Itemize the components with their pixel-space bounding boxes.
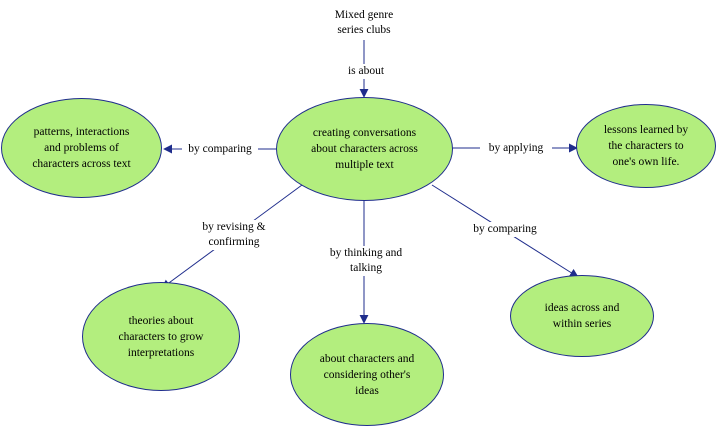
link-label-by-thinking: by thinking and talking [318, 246, 414, 276]
node-theories-text: theories about characters to grow interp… [118, 314, 204, 359]
link-label-by-comparing-right: by comparing [466, 222, 544, 237]
node-theories: theories about characters to grow interp… [82, 282, 240, 391]
node-patterns-text: patterns, interactions and problems of c… [32, 126, 131, 170]
root-concept: Mixed genre series clubs [334, 9, 394, 36]
link-label-by-applying: by applying [480, 141, 552, 156]
node-patterns: patterns, interactions and problems of c… [1, 98, 162, 198]
center-concept-text: creating conversations about characters … [311, 127, 418, 171]
link-label-by-comparing-left: by comparing [182, 142, 258, 157]
node-about-characters-text: about characters and considering other's… [319, 352, 415, 397]
center-concept-node: creating conversations about characters … [276, 97, 453, 201]
link-label-by-revising: by revising & confirming [190, 220, 278, 250]
node-lessons-text: lessons learned by the characters to one… [603, 124, 689, 168]
node-ideas-across-text: ideas across and within series [544, 302, 620, 330]
node-about-characters: about characters and considering other's… [290, 323, 444, 426]
node-ideas-across: ideas across and within series [510, 275, 654, 357]
link-label-is-about: is about [336, 64, 396, 79]
node-lessons: lessons learned by the characters to one… [576, 104, 716, 188]
